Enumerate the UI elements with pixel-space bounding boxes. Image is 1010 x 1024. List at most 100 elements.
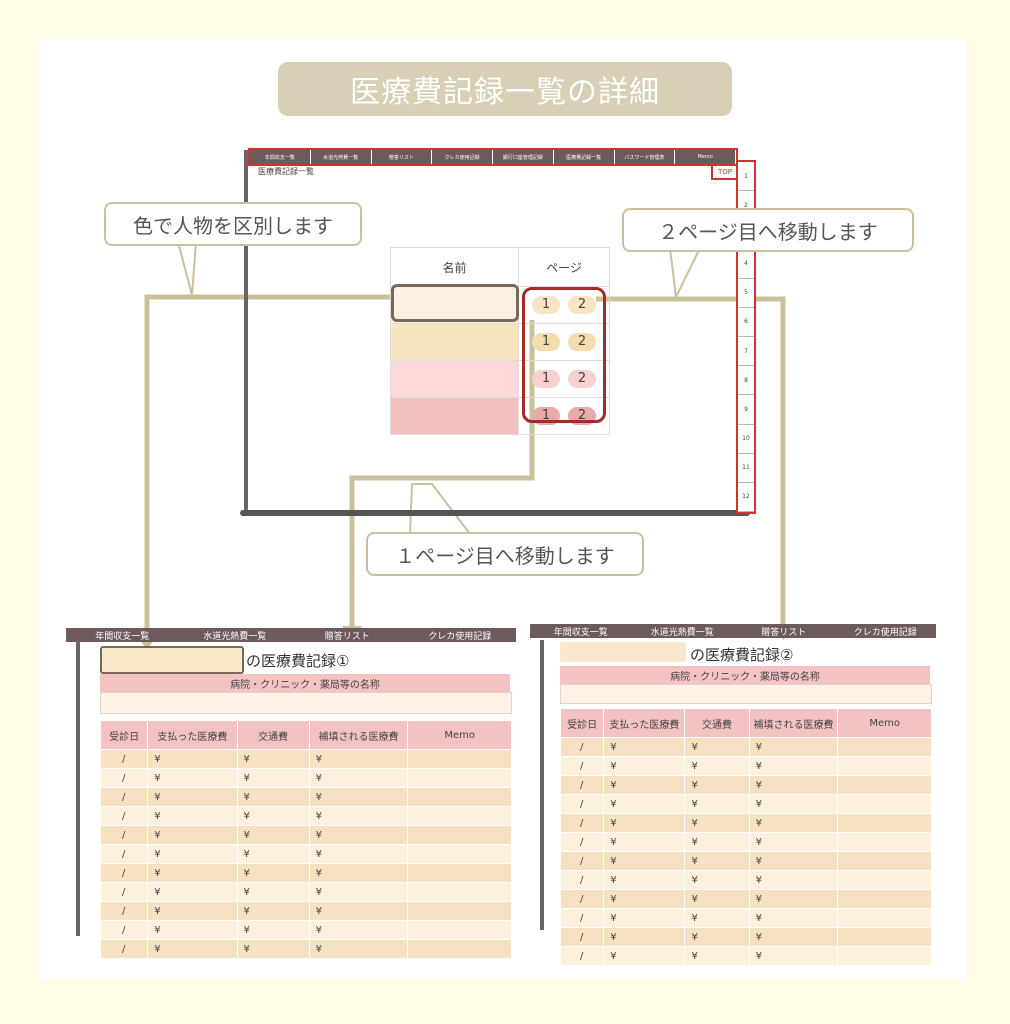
table-cell[interactable]: ¥ <box>603 832 686 852</box>
table-cell[interactable]: ¥ <box>684 851 750 871</box>
sheet1-hospital-input[interactable] <box>100 692 512 714</box>
table-cell[interactable] <box>837 756 932 776</box>
page2-link[interactable]: 2 <box>568 370 596 388</box>
mock-tab[interactable]: パスワード管理表 <box>615 150 676 164</box>
table-cell[interactable]: ¥ <box>603 794 686 814</box>
mock-tab[interactable]: クレカ使用記録 <box>432 150 493 164</box>
sheet1-name-box[interactable] <box>100 646 244 674</box>
table-cell[interactable]: ¥ <box>236 806 310 826</box>
page2-link[interactable]: 2 <box>568 296 596 314</box>
table-cell[interactable] <box>837 775 932 795</box>
mock-tab[interactable]: 水道光熱費一覧 <box>311 150 372 164</box>
table-cell[interactable] <box>407 939 512 959</box>
side-tab[interactable]: 12 <box>738 482 754 513</box>
table-cell[interactable]: ¥ <box>236 787 310 807</box>
table-cell[interactable]: ¥ <box>684 870 750 890</box>
side-tab[interactable]: 8 <box>738 366 754 396</box>
table-cell[interactable]: ¥ <box>603 851 686 871</box>
table-cell[interactable]: ¥ <box>748 756 839 776</box>
table-cell[interactable]: ¥ <box>147 863 238 883</box>
side-tab[interactable]: 10 <box>738 424 754 454</box>
table-cell[interactable]: ¥ <box>308 920 409 940</box>
person-name-cell[interactable] <box>390 360 519 398</box>
table-cell[interactable]: ¥ <box>236 939 310 959</box>
table-cell[interactable]: ¥ <box>748 832 839 852</box>
table-cell[interactable]: ¥ <box>308 901 409 921</box>
table-cell[interactable]: ¥ <box>147 806 238 826</box>
table-cell[interactable]: ¥ <box>748 889 839 909</box>
table-cell[interactable]: ¥ <box>603 927 686 947</box>
sheet2-tab[interactable]: 贈答リスト <box>761 627 807 638</box>
table-cell[interactable]: ¥ <box>684 737 750 757</box>
table-cell[interactable]: / <box>559 794 605 814</box>
mock-tab[interactable]: 贈答リスト <box>372 150 433 164</box>
table-cell[interactable]: / <box>99 806 149 826</box>
person-name-cell[interactable] <box>390 397 519 435</box>
table-cell[interactable]: / <box>559 946 605 966</box>
table-cell[interactable]: / <box>559 889 605 909</box>
side-tab[interactable]: 5 <box>738 278 754 308</box>
page1-link[interactable]: 1 <box>532 370 560 388</box>
table-cell[interactable]: / <box>559 756 605 776</box>
table-cell[interactable]: ¥ <box>684 946 750 966</box>
table-cell[interactable]: ¥ <box>236 920 310 940</box>
table-cell[interactable] <box>407 844 512 864</box>
table-cell[interactable]: ¥ <box>748 946 839 966</box>
table-cell[interactable]: ¥ <box>684 775 750 795</box>
table-cell[interactable]: ¥ <box>147 844 238 864</box>
table-cell[interactable]: / <box>559 870 605 890</box>
table-cell[interactable] <box>407 806 512 826</box>
table-cell[interactable] <box>407 863 512 883</box>
table-cell[interactable] <box>407 920 512 940</box>
side-tab[interactable]: 7 <box>738 337 754 367</box>
table-cell[interactable] <box>837 889 932 909</box>
table-cell[interactable]: ¥ <box>603 775 686 795</box>
table-cell[interactable]: ¥ <box>147 901 238 921</box>
table-cell[interactable]: ¥ <box>236 749 310 769</box>
table-cell[interactable] <box>407 768 512 788</box>
top-button[interactable]: TOP <box>711 164 739 180</box>
table-cell[interactable]: / <box>99 920 149 940</box>
sheet2-tab[interactable]: 水道光熱費一覧 <box>650 627 714 638</box>
table-cell[interactable]: ¥ <box>308 806 409 826</box>
table-cell[interactable]: ¥ <box>684 813 750 833</box>
table-cell[interactable]: ¥ <box>684 832 750 852</box>
side-tab[interactable]: 9 <box>738 395 754 425</box>
sheet1-tab[interactable]: 年間収支一覧 <box>95 631 150 642</box>
table-cell[interactable]: ¥ <box>147 768 238 788</box>
table-cell[interactable]: / <box>559 832 605 852</box>
sheet2-hospital-input[interactable] <box>560 684 932 704</box>
table-cell[interactable]: ¥ <box>603 813 686 833</box>
page2-link[interactable]: 2 <box>568 333 596 351</box>
sheet2-tab[interactable]: クレカ使用記録 <box>853 627 917 638</box>
table-cell[interactable]: ¥ <box>684 794 750 814</box>
table-cell[interactable] <box>837 832 932 852</box>
table-cell[interactable]: / <box>99 901 149 921</box>
table-cell[interactable] <box>407 825 512 845</box>
mock-tab[interactable]: 医療費記録一覧 <box>554 150 615 164</box>
table-cell[interactable]: ¥ <box>308 768 409 788</box>
sheet1-tab[interactable]: クレカ使用記録 <box>428 631 492 642</box>
table-cell[interactable]: / <box>559 813 605 833</box>
table-cell[interactable]: ¥ <box>748 775 839 795</box>
table-cell[interactable]: ¥ <box>603 756 686 776</box>
table-cell[interactable] <box>837 908 932 928</box>
mock-tab[interactable]: 年間収支一覧 <box>250 150 311 164</box>
table-cell[interactable]: ¥ <box>308 939 409 959</box>
table-cell[interactable]: / <box>559 927 605 947</box>
person-name-cell[interactable] <box>390 323 519 361</box>
mock-tab[interactable]: 銀行口座管理記録 <box>493 150 554 164</box>
table-cell[interactable]: ¥ <box>684 927 750 947</box>
table-cell[interactable] <box>837 946 932 966</box>
table-cell[interactable]: ¥ <box>748 813 839 833</box>
table-cell[interactable]: ¥ <box>603 946 686 966</box>
table-cell[interactable] <box>837 794 932 814</box>
table-cell[interactable] <box>407 749 512 769</box>
table-cell[interactable] <box>837 813 932 833</box>
table-cell[interactable]: ¥ <box>147 787 238 807</box>
side-tab[interactable]: 11 <box>738 453 754 483</box>
table-cell[interactable]: ¥ <box>308 844 409 864</box>
table-cell[interactable] <box>837 851 932 871</box>
table-cell[interactable]: ¥ <box>308 787 409 807</box>
table-cell[interactable]: / <box>559 908 605 928</box>
